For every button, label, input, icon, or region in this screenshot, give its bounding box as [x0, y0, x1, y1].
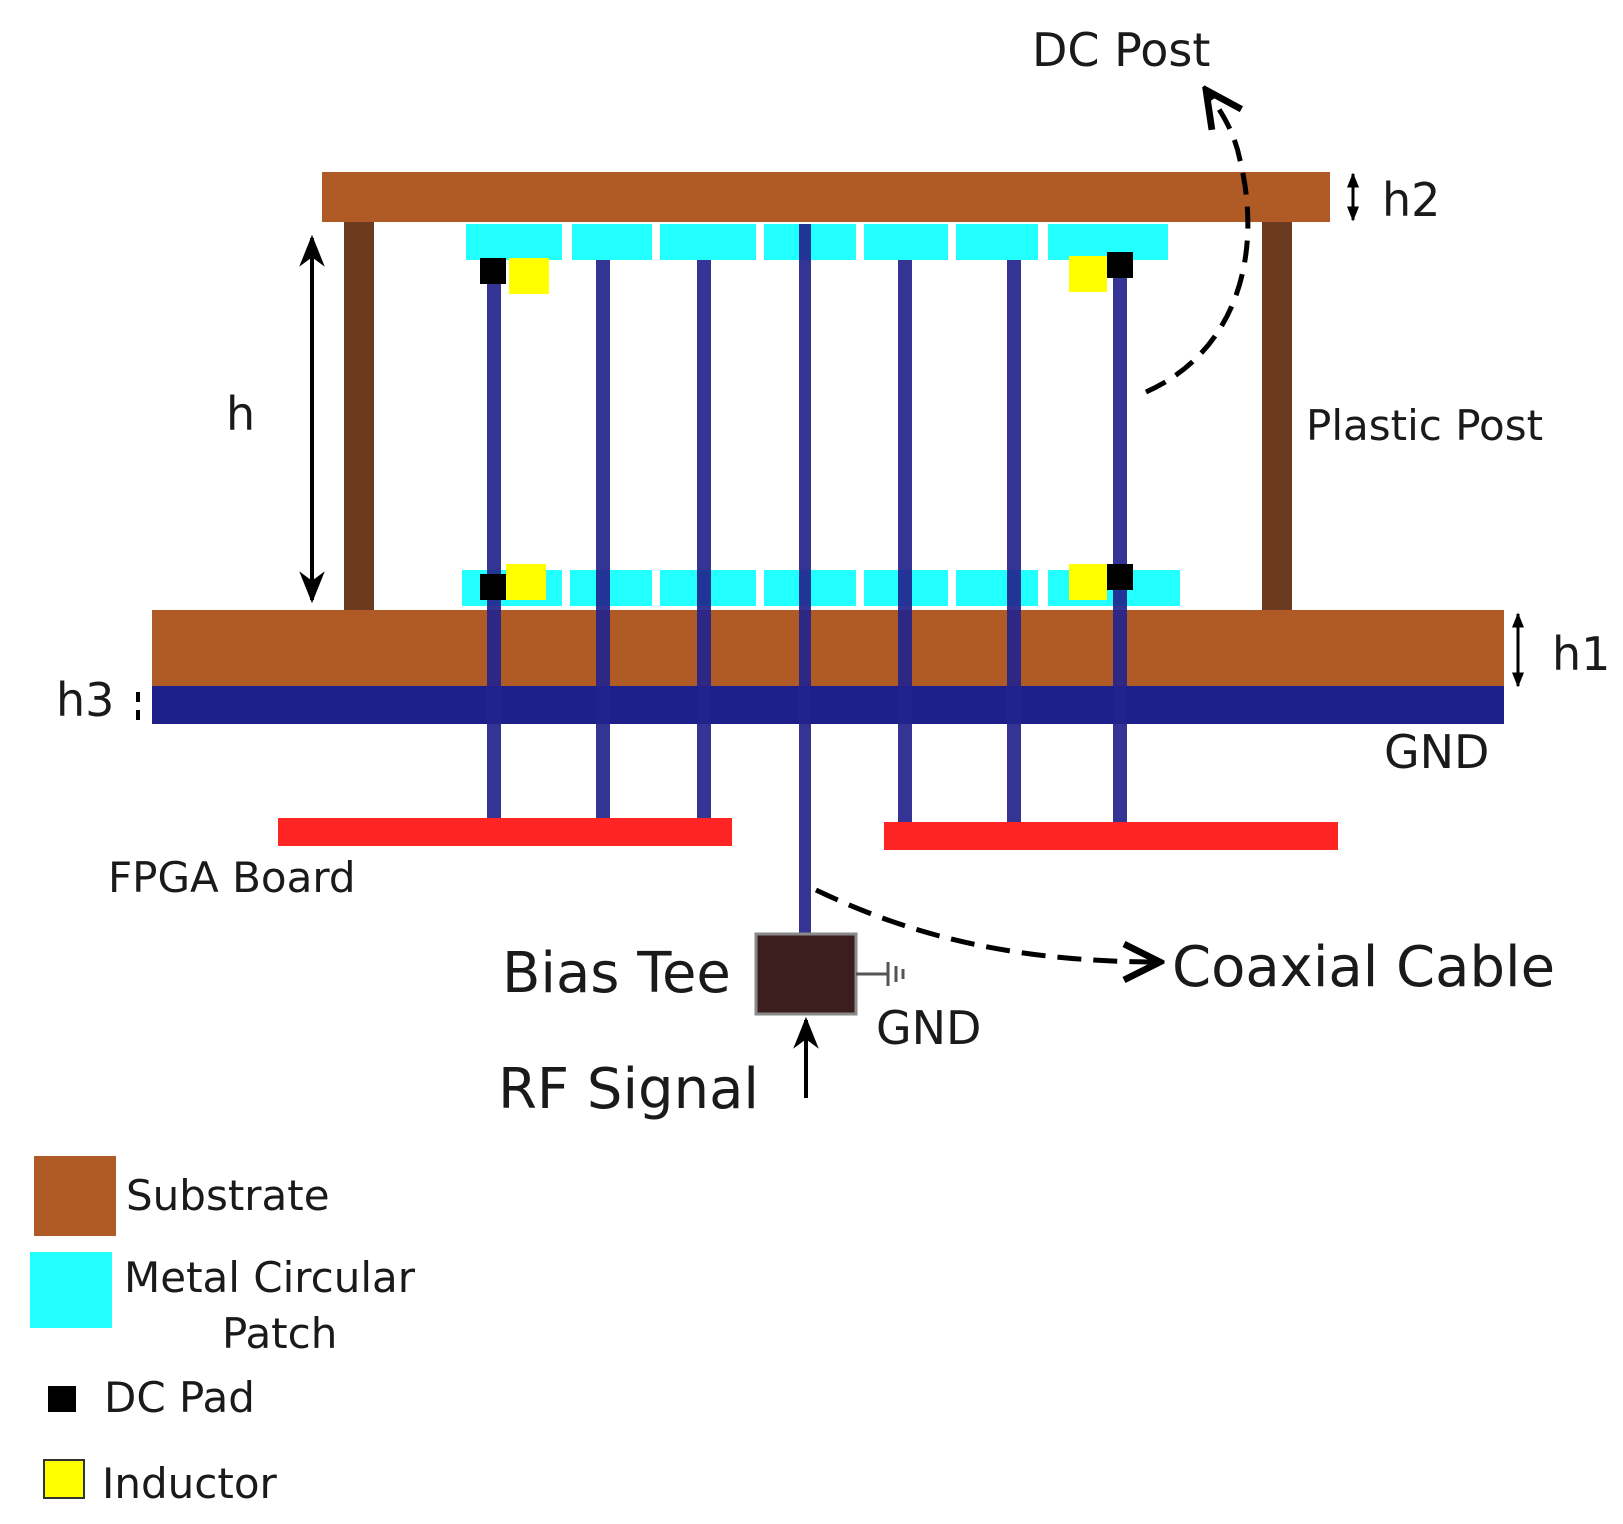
legend-metal-swatch: [30, 1252, 112, 1328]
via-line: [596, 260, 610, 818]
inductor: [1069, 564, 1107, 600]
h1-label: h1: [1552, 627, 1610, 681]
coaxial-cable-label: Coaxial Cable: [1172, 935, 1555, 1000]
legend-dc-pad-swatch: [48, 1386, 76, 1412]
fpga-board-label: FPGA Board: [108, 853, 356, 902]
center-feed-line: [799, 224, 811, 938]
plastic-post-label: Plastic Post: [1306, 401, 1543, 450]
via-line: [697, 260, 711, 818]
via-line: [487, 276, 501, 818]
top-metal-patches: [466, 224, 1168, 260]
via-line: [898, 260, 912, 822]
h-label: h: [226, 387, 255, 441]
fpga-board-right: [884, 822, 1338, 850]
dc-post-label: DC Post: [1032, 23, 1210, 77]
gnd-plane-label: GND: [1384, 725, 1489, 779]
top-metal-patch: [466, 224, 562, 260]
legend-metal-label-line2: Patch: [222, 1309, 337, 1358]
plastic-post-right: [1262, 210, 1292, 612]
bias-tee-box: [754, 932, 858, 1016]
bottom-metal-patch: [956, 570, 1038, 606]
rf-signal-label: RF Signal: [498, 1057, 759, 1122]
inductor: [1069, 256, 1107, 292]
via-line: [1113, 276, 1127, 822]
ground-plane: [152, 686, 1504, 724]
top-metal-patch: [660, 224, 756, 260]
bottom-metal-patch: [570, 570, 652, 606]
legend-inductor-label: Inductor: [102, 1459, 278, 1508]
dc-pad: [1107, 252, 1133, 278]
top-metal-patch: [864, 224, 948, 260]
top-substrate: [322, 172, 1330, 222]
dc-pad: [480, 258, 506, 284]
via-line: [1007, 260, 1021, 822]
legend-inductor-swatch: [43, 1459, 85, 1499]
h2-label: h2: [1382, 173, 1440, 227]
inductor: [506, 564, 546, 600]
inductor: [509, 258, 549, 294]
plastic-post-left: [344, 210, 374, 610]
bottom-substrate: [152, 610, 1504, 688]
bias-tee-gnd-label: GND: [876, 1001, 981, 1055]
dc-post-pointer-arrow: [1144, 90, 1251, 395]
legend-substrate-label: Substrate: [126, 1171, 330, 1220]
coaxial-cable-pointer-arrow: [814, 887, 1160, 962]
h3-label: h3: [56, 673, 114, 727]
top-metal-patch: [572, 224, 652, 260]
top-metal-patch: [956, 224, 1038, 260]
fpga-board-left: [278, 818, 732, 846]
legend-metal-label-line1: Metal Circular: [124, 1253, 416, 1302]
dc-pad: [480, 574, 506, 600]
vias: [487, 224, 1127, 938]
legend: Substrate Metal Circular Patch DC Pad In…: [30, 1156, 416, 1508]
legend-substrate-swatch: [34, 1156, 116, 1236]
dc-pad: [1107, 564, 1133, 590]
legend-dc-pad-label: DC Pad: [104, 1373, 255, 1422]
ground-symbol-icon: [856, 962, 905, 986]
bias-tee-label: Bias Tee: [502, 941, 731, 1006]
